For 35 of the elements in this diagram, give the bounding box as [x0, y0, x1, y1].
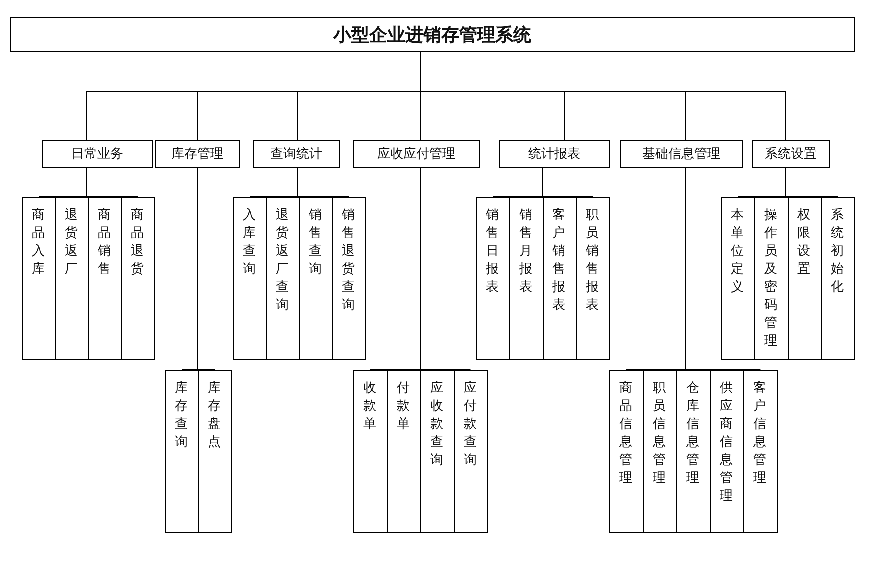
function-box: 客户销售报表 [542, 197, 577, 360]
category-box: 系统设置 [752, 140, 830, 168]
function-box: 商品销售 [88, 197, 122, 360]
function-box: 销售退货查询 [332, 197, 366, 360]
function-box: 应收款查询 [420, 370, 454, 533]
function-box: 付款单 [386, 370, 421, 533]
function-box: 应付款查询 [454, 370, 488, 533]
category-box: 基础信息管理 [620, 140, 743, 168]
function-box: 客户信息管理 [743, 370, 778, 533]
function-box: 职员销售报表 [576, 197, 610, 360]
function-box: 库存查询 [165, 370, 199, 533]
function-box: 销售查询 [299, 197, 333, 360]
function-box: 商品信息管理 [609, 370, 644, 533]
function-box: 仓库信息管理 [676, 370, 711, 533]
title-box: 小型企业进销存管理系统 [10, 17, 855, 52]
function-box: 入库查询 [233, 197, 267, 360]
category-box: 查询统计 [253, 140, 340, 168]
function-box: 商品退货 [121, 197, 155, 360]
function-box: 供应商信息管理 [710, 370, 744, 533]
function-box: 系统初始化 [820, 197, 856, 360]
function-box: 退货返厂 [55, 197, 89, 360]
function-box: 销售日报表 [476, 197, 510, 360]
function-box: 退货返厂查询 [266, 197, 300, 360]
function-box: 销售月报表 [509, 197, 544, 360]
category-box: 库存管理 [155, 140, 240, 168]
function-box: 本单位定义 [721, 197, 756, 360]
category-box: 日常业务 [42, 140, 153, 168]
function-box: 商品入库 [22, 197, 56, 360]
function-box: 收款单 [353, 370, 388, 533]
category-box: 统计报表 [499, 140, 610, 168]
function-box: 操作员及密码管理 [754, 197, 789, 360]
function-box: 库存盘点 [198, 370, 232, 533]
function-box: 权限设置 [788, 197, 822, 360]
category-box: 应收应付管理 [353, 140, 480, 168]
function-box: 职员信息管理 [642, 370, 678, 533]
